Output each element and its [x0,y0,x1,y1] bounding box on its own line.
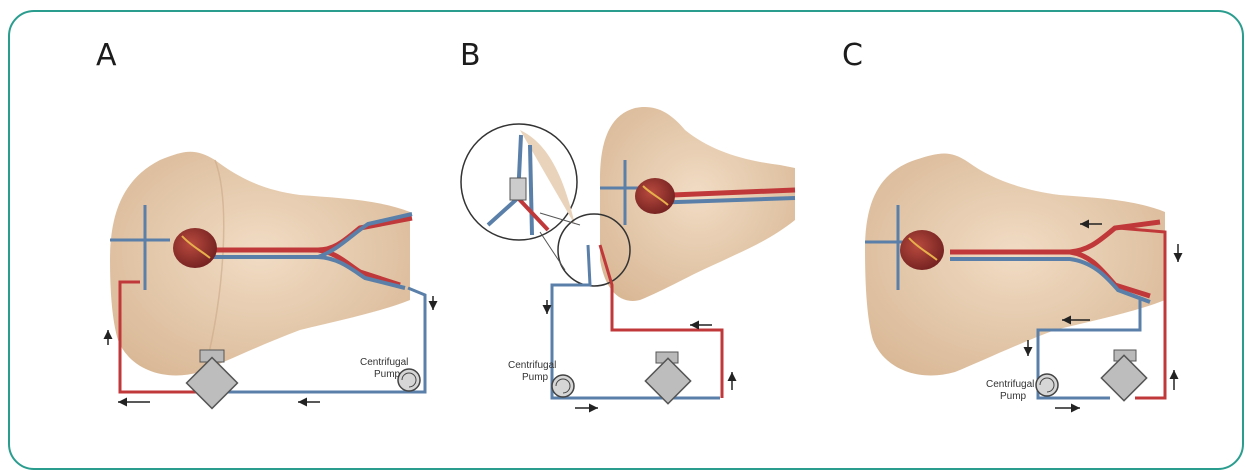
panel-c-pump-label-1: Centrifugal [986,379,1034,390]
panel-b-diagram: Centrifugal Pump [461,107,795,408]
panel-b-oxygenator-icon [645,352,690,404]
panel-c-oxygenator-icon [1101,350,1146,401]
panel-a-pump-icon [398,369,420,391]
panel-b-pump-label-2: Pump [522,372,549,383]
panel-c-diagram: Centrifugal Pump [865,154,1178,409]
panel-b-pump-label-1: Centrifugal [508,360,556,371]
panel-b-body [600,107,795,301]
panel-a-pump-label-2: Pump [374,369,401,380]
panel-c-pump-label-2: Pump [1000,391,1027,402]
panel-a-pump-label-1: Centrifugal [360,357,408,368]
panel-a-diagram: Centrifugal Pump [108,152,433,409]
panel-c-pump-icon [1036,374,1058,396]
ecmo-diagrams: Centrifugal Pump [0,0,1246,457]
panel-a-body [110,152,410,376]
panel-b-pump-icon [552,375,574,397]
